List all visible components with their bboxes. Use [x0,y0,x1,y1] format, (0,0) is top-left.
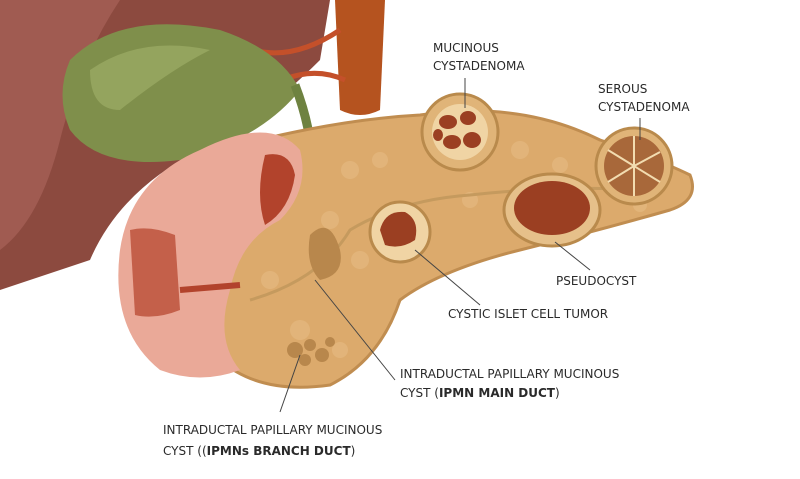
mucinous-cystadenoma [420,92,500,172]
label-ipmn-main-line2: CYST (IPMN MAIN DUCT) [400,386,560,400]
aorta [335,0,385,115]
label-ipmn-main-line1: INTRADUCTAL PAPILLARY MUCINOUS [400,367,619,381]
label-mucinous-line1: MUCINOUS [433,41,499,55]
pseudocyst [502,172,602,248]
label-mucinous-line2: CYSTADENOMA [433,59,525,73]
duodenum-folds [130,228,180,317]
gallbladder-highlight [90,45,210,110]
serous-cystadenoma [594,126,674,206]
leader-islet [414,249,481,306]
duodenum [118,132,303,378]
label-ipmn-branch-line2: CYST ((IPMNs BRANCH DUCT) [163,444,355,458]
label-pseudocyst: PSEUDOCYST [556,274,637,288]
ipmn-main-duct [308,227,341,280]
leader-ipmn-main [314,279,396,381]
leader-pseudocyst [554,241,591,271]
label-serous-line1: SEROUS [598,82,647,96]
ipmn-branch-duct [287,337,335,366]
label-serous-line2: CYSTADENOMA [598,100,690,114]
duodenum-lumen [260,154,295,225]
liver-highlight [0,0,120,250]
label-islet: CYSTIC ISLET CELL TUMOR [448,307,608,321]
ampulla [179,282,241,293]
cystic-islet-cell-tumor [368,200,432,264]
label-ipmn-branch-line1: INTRADUCTAL PAPILLARY MUCINOUS [163,423,382,437]
leader-ipmn-branch [279,354,301,413]
